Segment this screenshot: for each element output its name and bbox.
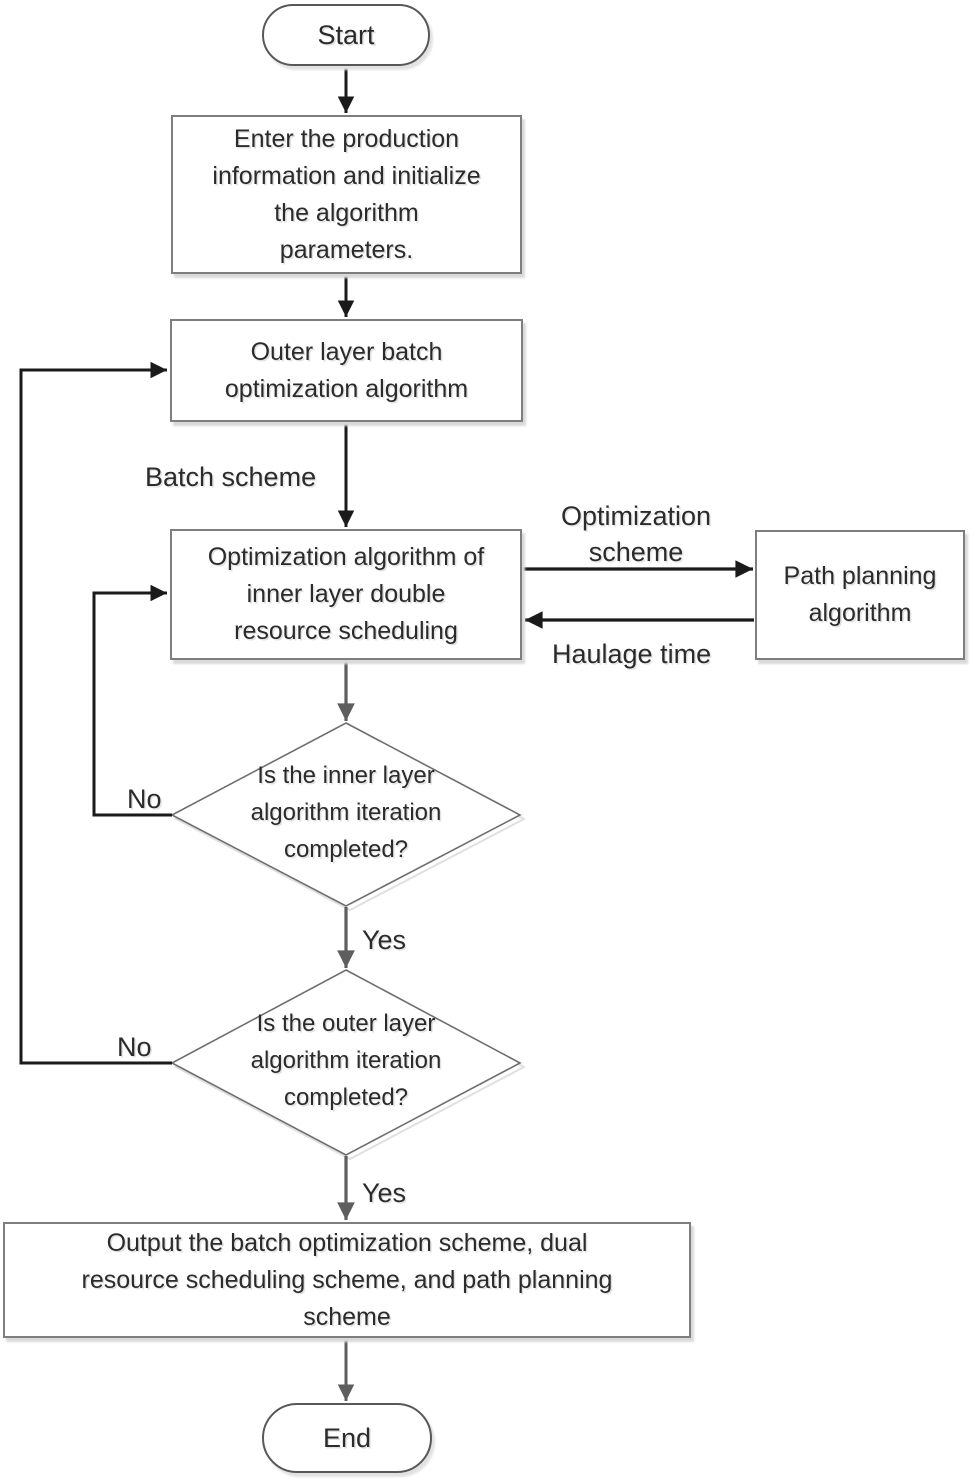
output-node: Output the batch optimization scheme, du… xyxy=(3,1222,691,1338)
decision-inner-line: algorithm iteration xyxy=(250,799,442,826)
init-line: Enter the production xyxy=(233,124,460,153)
inner-scheduling-node: Optimization algorithm of inner layer do… xyxy=(170,529,522,660)
decision-outer-line: Is the outer layer xyxy=(256,1010,436,1037)
output-line: Output the batch optimization scheme, du… xyxy=(106,1228,588,1257)
edge-no-loop-outer xyxy=(19,361,172,1065)
inner-scheduling-line: Optimization algorithm of xyxy=(207,543,485,571)
decision-outer-text: Is the outer layer algorithm iteration c… xyxy=(196,1005,496,1116)
start-node: Start xyxy=(262,4,430,66)
edge-no-loop-inner xyxy=(92,584,172,817)
output-line: scheme xyxy=(303,1302,391,1331)
init-line: the algorithm xyxy=(274,198,419,227)
init-line: parameters. xyxy=(279,235,414,264)
outer-batch-line: Outer layer batch xyxy=(250,337,443,366)
decision-inner-diamond xyxy=(170,722,522,907)
no-inner-label: No xyxy=(127,784,162,814)
optimization-scheme-line: scheme xyxy=(588,537,684,567)
path-planning-line: algorithm xyxy=(808,599,912,627)
path-planning-line: Path planning xyxy=(783,562,937,590)
yes-inner-label: Yes xyxy=(362,925,407,955)
optimization-scheme-line: Optimization xyxy=(560,501,712,531)
end-node: End xyxy=(262,1403,432,1473)
outer-batch-node: Outer layer batch optimization algorithm xyxy=(170,319,523,422)
init-node: Enter the production information and ini… xyxy=(171,115,522,274)
inner-scheduling-line: inner layer double xyxy=(246,580,446,608)
optimization-scheme-label: Optimization scheme xyxy=(536,498,736,570)
decision-outer-line: algorithm iteration xyxy=(250,1047,442,1074)
output-line: resource scheduling scheme, and path pla… xyxy=(81,1265,613,1294)
decision-inner-line: Is the inner layer xyxy=(257,762,435,789)
init-line: information and initialize xyxy=(212,161,481,190)
yes-outer-label: Yes xyxy=(362,1178,407,1208)
inner-scheduling-line: resource scheduling xyxy=(234,617,458,645)
path-planning-node: Path planning algorithm xyxy=(755,530,965,660)
end-label: End xyxy=(322,1422,372,1453)
batch-scheme-label: Batch scheme xyxy=(145,462,317,492)
no-outer-label: No xyxy=(117,1032,152,1062)
start-label: Start xyxy=(317,19,375,50)
decision-outer-line: completed? xyxy=(283,1084,409,1111)
outer-batch-line: optimization algorithm xyxy=(224,374,469,403)
decision-inner-line: completed? xyxy=(283,836,409,863)
decision-outer-diamond xyxy=(170,969,522,1156)
haulage-time-label: Haulage time xyxy=(552,639,712,669)
decision-inner-text: Is the inner layer algorithm iteration c… xyxy=(196,757,496,868)
